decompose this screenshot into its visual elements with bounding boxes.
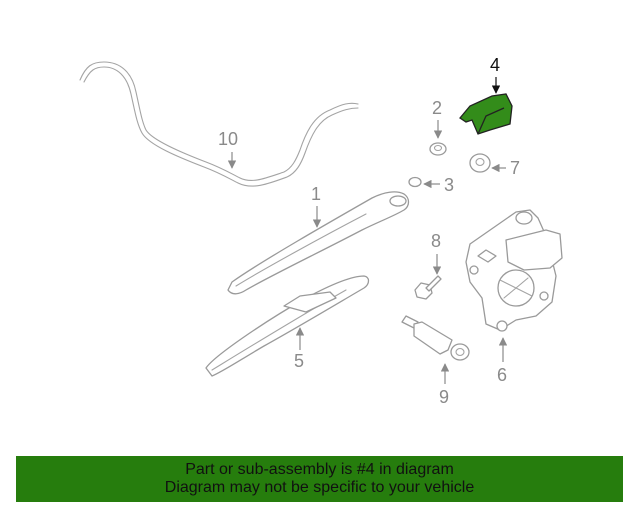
nut-part-2[interactable] [429,142,447,156]
bolt-part-8[interactable] [414,275,442,300]
cap-part-4[interactable] [459,93,513,135]
wiper-motor-part-6[interactable] [465,209,563,332]
callout-7: 7 [510,158,520,178]
callout-9: 9 [439,387,449,407]
washer-nozzle-part-9[interactable] [401,315,470,361]
callout-8: 8 [431,231,441,251]
wiper-arm-part-1[interactable] [227,191,410,295]
washer-part-3[interactable] [408,176,422,188]
grommet-part-7[interactable] [469,153,491,173]
info-banner: Part or sub-assembly is #4 in diagram Di… [16,456,623,502]
callout-2: 2 [432,98,442,118]
callout-3: 3 [444,175,454,195]
washer-hose-part-10[interactable] [79,61,359,187]
callout-6: 6 [497,365,507,385]
callout-4: 4 [490,55,500,75]
callout-5: 5 [294,351,304,371]
banner-line-2: Diagram may not be specific to your vehi… [164,479,475,496]
wiper-blade-part-5[interactable] [205,275,370,377]
callout-10: 10 [218,129,238,149]
callout-1: 1 [311,184,321,204]
banner-line-1: Part or sub-assembly is #4 in diagram [185,461,454,478]
